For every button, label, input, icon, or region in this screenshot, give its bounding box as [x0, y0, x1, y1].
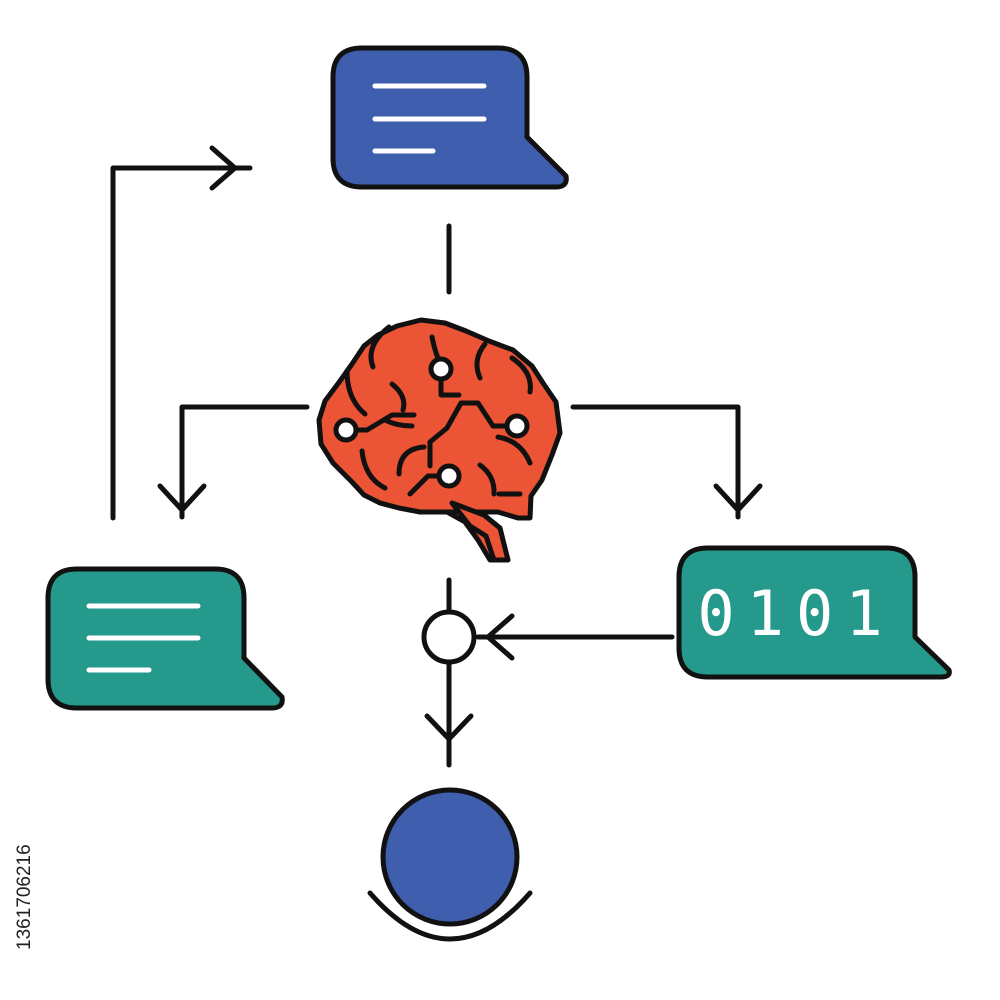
loop-back-arrowhead	[209, 145, 238, 191]
stock-image-id: 1361706216	[14, 844, 35, 950]
brain-to-left-line	[179, 404, 310, 520]
right-to-junction-arrowhead	[485, 613, 515, 661]
loop-back-line	[110, 165, 253, 521]
right-bubble-shape	[676, 545, 952, 680]
merge-node-icon	[421, 609, 477, 665]
brain-to-left-arrowhead	[157, 483, 207, 513]
brain-stem	[449, 500, 511, 563]
junction-to-user-arrowhead	[424, 713, 474, 742]
left-bubble-text-lines	[86, 603, 201, 673]
avatar-head	[380, 787, 520, 927]
brain-circuit-nodes	[333, 356, 530, 489]
top-chat-bubble	[330, 45, 569, 190]
connectors	[110, 145, 763, 768]
avatar-shoulders	[367, 890, 533, 942]
ai-brain-circuit-icon	[316, 317, 563, 563]
user-avatar-icon	[367, 787, 533, 942]
top-bubble-text-lines	[372, 83, 487, 154]
brain-to-right-line	[570, 404, 741, 520]
right-binary-bubble: 0101	[676, 545, 952, 680]
brain-to-right-arrowhead	[713, 483, 763, 513]
binary-code-text: 0101	[697, 577, 894, 650]
left-chat-bubble	[45, 566, 285, 711]
brain-folds	[344, 324, 533, 497]
